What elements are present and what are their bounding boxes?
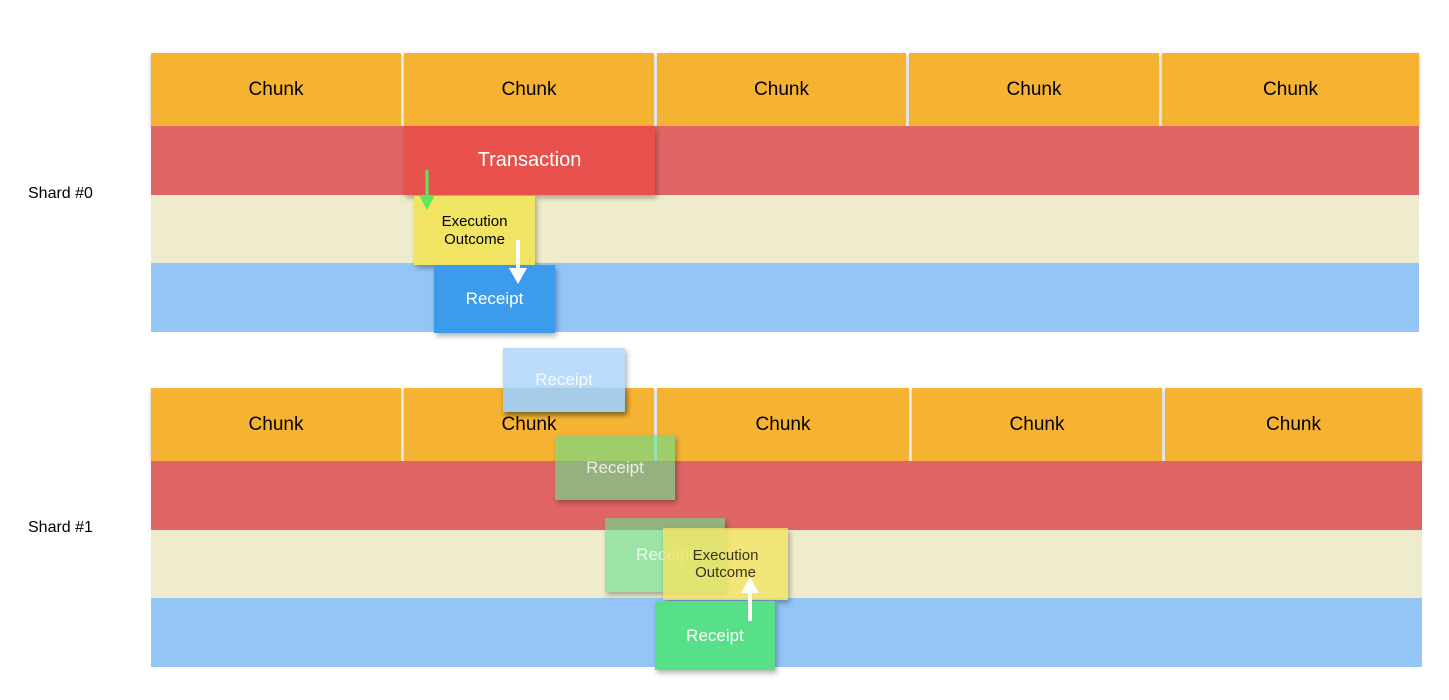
shard-1-transaction-band (151, 461, 1422, 530)
chunk-label: Chunk (501, 78, 557, 100)
transaction-to-execution-outcome-arrow (419, 170, 435, 210)
shard-1-chunk-4[interactable]: Chunk (912, 388, 1162, 461)
receipt-label: Receipt (465, 289, 524, 309)
shard-0-chunk-2[interactable]: Chunk (404, 53, 654, 126)
receipt-label: Receipt (535, 370, 593, 390)
shard-1-chunk-1[interactable]: Chunk (151, 388, 401, 461)
shard-0-outcome-band (151, 195, 1419, 263)
shard-0-transaction-box[interactable]: Transaction (404, 126, 655, 195)
shard-0-receipt-box[interactable]: Receipt (434, 265, 555, 333)
shard-0-label: Shard #0 (28, 185, 93, 202)
chunk-label: Chunk (248, 413, 304, 435)
shard-0-chunk-3[interactable]: Chunk (657, 53, 906, 126)
shard-1-execution-outcome-box[interactable]: Execution Outcome (663, 528, 788, 600)
shard-1-chunk-5[interactable]: Chunk (1165, 388, 1422, 461)
chunk-label: Chunk (755, 413, 811, 435)
shard-0-receipt-band (151, 263, 1419, 332)
shard-0-chunk-5[interactable]: Chunk (1162, 53, 1419, 126)
chunk-label: Chunk (1009, 413, 1065, 435)
chunk-label: Chunk (1006, 78, 1062, 100)
receipt-to-execution-outcome-arrow (741, 577, 759, 621)
shard-0-chunk-4[interactable]: Chunk (909, 53, 1159, 126)
shard-1-label: Shard #1 (28, 519, 93, 536)
shard-1-receipt-ghost-1-overlay (503, 388, 625, 412)
chunk-label: Chunk (1266, 413, 1321, 435)
chunk-label: Chunk (754, 78, 809, 100)
execution-outcome-label: Execution Outcome (441, 213, 508, 248)
receipt-label: Receipt (686, 625, 744, 645)
chunk-label: Chunk (248, 78, 304, 100)
shard-1-chunk-3[interactable]: Chunk (657, 388, 909, 461)
shard-0-transaction-band (151, 126, 1419, 195)
chunk-label: Chunk (1263, 78, 1318, 100)
shard-1-receipt-band (151, 598, 1422, 667)
chunk-label: Chunk (501, 413, 557, 435)
execution-outcome-to-receipt-arrow (509, 240, 527, 284)
shard-0-chunk-1[interactable]: Chunk (151, 53, 401, 126)
shard-1-receipt-ghost-2: Receipt (555, 435, 675, 500)
transaction-label: Transaction (477, 148, 582, 171)
receipt-label: Receipt (586, 457, 644, 477)
